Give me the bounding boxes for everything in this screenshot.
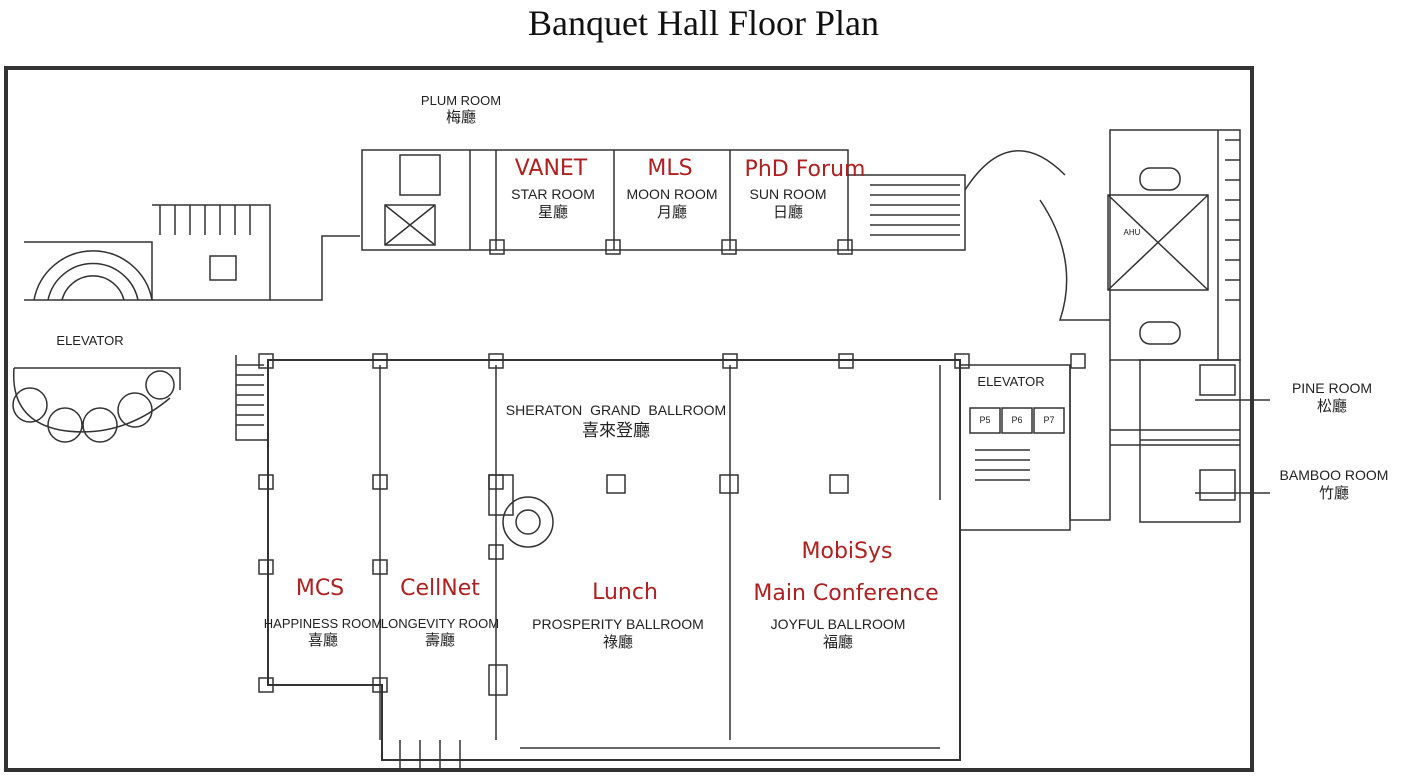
moon-room-label: MOON ROOM 月廳 — [627, 186, 718, 222]
right-service-block — [1109, 129, 1241, 361]
longevity-room-label: LONGEVITY ROOM 壽廳 — [381, 616, 499, 651]
left-stair-block — [24, 241, 153, 301]
grand-ballroom-name-zh: 喜來登廳 — [581, 420, 650, 440]
elevator-left-label: ELEVATOR — [56, 333, 124, 348]
event-main-conference: Main Conference — [753, 581, 939, 606]
longevity-room-name-zh: 壽廳 — [424, 632, 456, 650]
star-room-name-zh: 星廳 — [537, 203, 568, 221]
pine-bamboo-block — [1139, 359, 1241, 523]
restroom-block — [152, 204, 271, 301]
elevator-lobby — [14, 367, 181, 390]
plum-room-name-zh: 梅廳 — [445, 109, 477, 127]
elevator-right-label: ELEVATOR — [977, 374, 1045, 389]
moon-room-name-zh: 月廳 — [656, 203, 687, 221]
ahu-label: AHU — [1123, 228, 1141, 237]
event-cellnet: CellNet — [400, 576, 480, 601]
event-phd-forum: PhD Forum — [744, 157, 866, 182]
happiness-room-name: HAPPINESS ROOM — [263, 616, 383, 631]
p5-label: P5 — [979, 415, 991, 425]
map-frame — [4, 66, 1254, 772]
p7-label: P7 — [1043, 415, 1055, 425]
star-room-label: STAR ROOM 星廳 — [511, 186, 595, 222]
event-mls: MLS — [647, 156, 693, 181]
event-lunch: Lunch — [592, 580, 658, 605]
p6-label: P6 — [1011, 415, 1023, 425]
event-mobisys: MobiSys — [801, 539, 893, 564]
joyful-ballroom-name-zh: 福廳 — [822, 633, 854, 651]
prosperity-ballroom-label: PROSPERITY BALLROOM 祿廳 — [532, 616, 704, 652]
joyful-ballroom-name: JOYFUL BALLROOM — [770, 616, 906, 632]
grand-ballroom-label: SHERATON GRAND BALLROOM 喜來登廳 — [506, 402, 726, 441]
page-title: Banquet Hall Floor Plan — [528, 3, 879, 43]
grand-ballroom-name: SHERATON GRAND BALLROOM — [505, 402, 727, 418]
grand-ballroom-outline — [267, 359, 961, 761]
pine-room-label: PINE ROOM 松廳 — [1292, 380, 1372, 416]
bamboo-room-name-zh: 竹廳 — [1318, 484, 1349, 502]
moon-room-name: MOON ROOM — [626, 186, 718, 202]
pine-room-name-zh: 松廳 — [1316, 397, 1347, 415]
sun-room-name: SUN ROOM — [749, 186, 827, 202]
sun-room-name-zh: 日廳 — [772, 203, 803, 221]
prosperity-ballroom-name-zh: 祿廳 — [602, 633, 633, 651]
longevity-room-name: LONGEVITY ROOM — [380, 616, 500, 631]
joyful-ballroom-label: JOYFUL BALLROOM 福廳 — [771, 616, 906, 652]
star-room-name: STAR ROOM — [511, 186, 595, 202]
bamboo-room-label: BAMBOO ROOM 竹廳 — [1280, 467, 1389, 503]
bamboo-room-name: BAMBOO ROOM — [1279, 467, 1389, 483]
top-rooms-block — [361, 149, 849, 251]
event-mcs: MCS — [295, 576, 345, 601]
event-vanet: VANET — [514, 156, 588, 181]
happiness-room-name-zh: 喜廳 — [307, 632, 338, 650]
column-markers — [258, 353, 1086, 696]
pine-room-name: PINE ROOM — [1291, 380, 1373, 396]
plum-room-label: PLUM ROOM 梅廳 — [421, 93, 501, 128]
spiral-stair — [502, 496, 554, 548]
prosperity-ballroom-name: PROSPERITY BALLROOM — [532, 616, 704, 632]
plum-room-name: PLUM ROOM — [420, 93, 502, 108]
happiness-room-label: HAPPINESS ROOM 喜廳 — [264, 616, 382, 651]
sun-room-label: SUN ROOM 日廳 — [750, 186, 827, 222]
